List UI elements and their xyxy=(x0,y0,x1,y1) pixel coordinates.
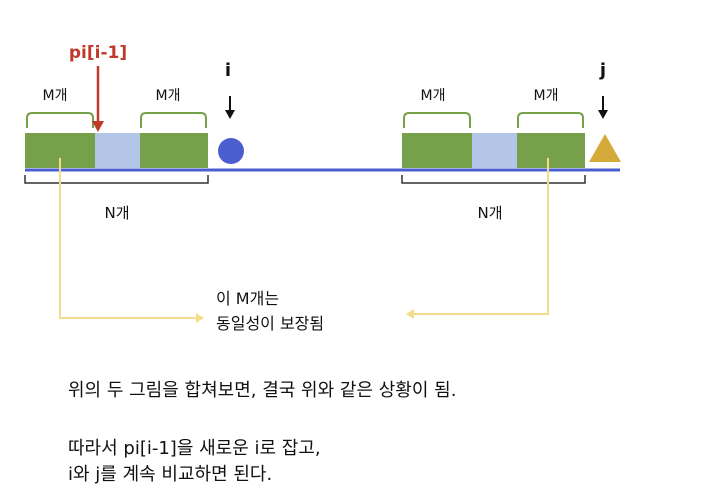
connector-left xyxy=(59,158,196,319)
pi-arrow-head xyxy=(92,121,104,132)
connector-left-head xyxy=(196,313,204,323)
explanation-line-1: 위의 두 그림을 합쳐보면, 결국 위와 같은 상황이 됨. xyxy=(68,380,457,401)
blue-block xyxy=(95,133,140,168)
i-label: i xyxy=(225,60,231,81)
brace-m-2 xyxy=(140,112,207,128)
connector-right xyxy=(414,158,549,315)
m-count-label: M개 xyxy=(43,88,68,104)
connector-right-head xyxy=(406,309,414,319)
triangle-marker xyxy=(589,134,621,162)
green-block xyxy=(517,133,585,168)
green-block xyxy=(140,133,208,168)
brace-m-1 xyxy=(26,112,94,128)
j-label: j xyxy=(599,60,606,81)
circle-marker xyxy=(218,138,244,164)
n-count-label: N개 xyxy=(104,204,129,222)
brace-n-left xyxy=(24,175,209,184)
m-count-label: M개 xyxy=(534,88,559,104)
note-line-1: 이 M개는 xyxy=(216,289,279,308)
explanation-line-2: 따라서 pi[i-1]을 새로운 i로 잡고, xyxy=(68,438,321,459)
explanation-line-3: i와 j를 계속 비교하면 된다. xyxy=(68,464,273,485)
note-line-2: 동일성이 보장됨 xyxy=(216,314,324,333)
pi-label: pi[i-1] xyxy=(69,43,127,63)
m-count-label: M개 xyxy=(156,88,181,104)
n-count-label: N개 xyxy=(477,204,502,222)
m-count-label: M개 xyxy=(421,88,446,104)
i-arrow-head xyxy=(225,110,235,119)
brace-m-3 xyxy=(403,112,471,128)
green-block xyxy=(402,133,472,168)
brace-m-4 xyxy=(517,112,584,128)
blue-block xyxy=(472,133,517,168)
j-arrow-head xyxy=(598,110,608,119)
brace-n-right xyxy=(401,175,586,184)
